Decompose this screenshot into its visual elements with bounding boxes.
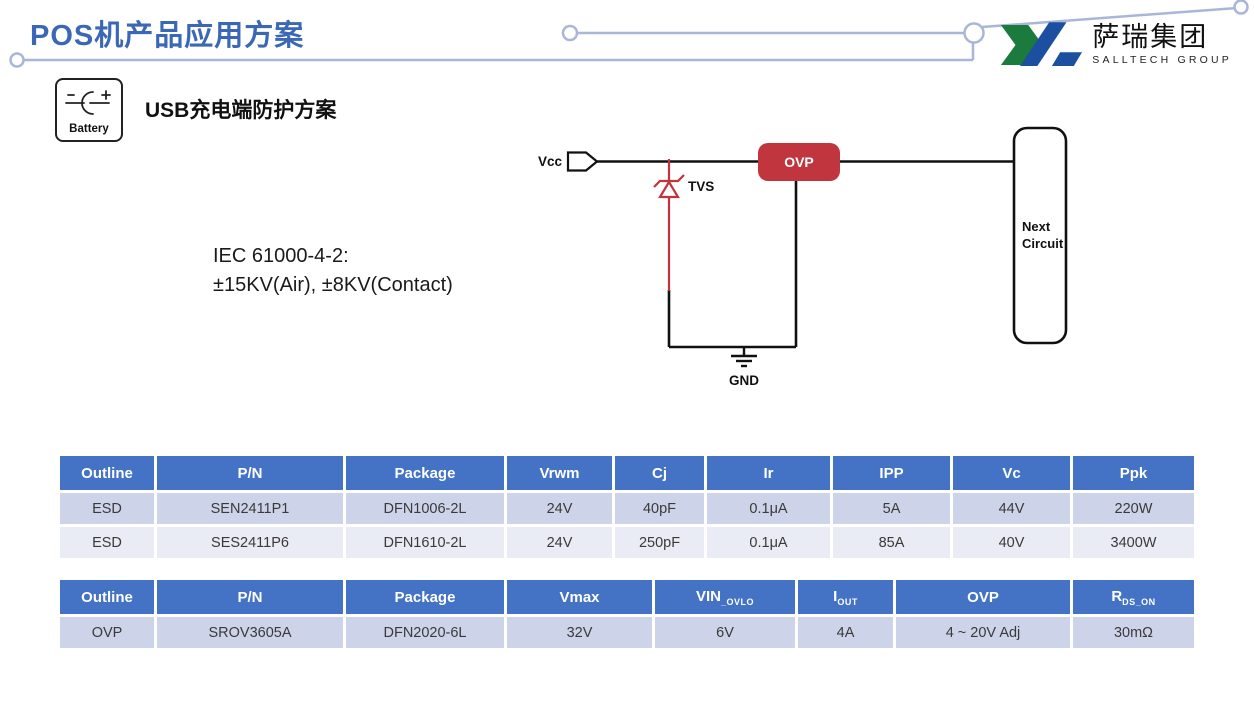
protection-circuit-diagram: Vcc TVS OVP GND Next Circuit [538, 126, 1068, 388]
battery-icon-label: Battery [69, 123, 109, 135]
table-cell: 0.1μA [704, 524, 833, 561]
table-cell: 250pF [612, 524, 707, 561]
iec-rating-note: IEC 61000-4-2: ±15KV(Air), ±8KV(Contact) [213, 242, 453, 300]
ground-symbol-icon [731, 347, 757, 368]
header-cell: Outline [57, 577, 157, 617]
tvs-diode-icon [653, 159, 685, 291]
table-cell: 5A [830, 490, 953, 527]
table-cell: 3400W [1070, 524, 1197, 561]
next-circuit-box [1012, 126, 1068, 345]
logo-name-cn: 萨瑞集团 [1092, 22, 1209, 53]
table-cell: 4A [795, 614, 896, 651]
iec-line2: ±15KV(Air), ±8KV(Contact) [213, 274, 453, 296]
header-cell: Package [343, 453, 507, 493]
table-cell: SROV3605A [154, 614, 346, 651]
table-cell: 0.1μA [704, 490, 833, 527]
header-cell: Ir [704, 453, 833, 493]
ovp-chip [758, 143, 840, 181]
next-circuit-label-line2: Circuit [1022, 236, 1064, 251]
logo-name-en: SALLTECH GROUP [1092, 54, 1232, 67]
next-circuit-label-line1: Next [1022, 219, 1051, 234]
battery-icon: Battery [55, 78, 123, 142]
header-cell: Cj [612, 453, 707, 493]
tvs-label: TVS [688, 179, 714, 194]
header-cell: VIN_OVLO [652, 577, 798, 617]
table-cell: SEN2411P1 [154, 490, 346, 527]
header-cell: P/N [154, 453, 346, 493]
table-cell: SES2411P6 [154, 524, 346, 561]
page-title: POS机产品应用方案 [30, 20, 305, 52]
table-cell: ESD [57, 524, 157, 561]
vcc-label: Vcc [538, 154, 563, 169]
table-cell: 24V [504, 524, 615, 561]
header-cell: Vrwm [504, 453, 615, 493]
ovp-chip-label: OVP [784, 154, 814, 170]
battery-symbol-icon [65, 90, 111, 115]
header-cell: IPP [830, 453, 953, 493]
table-cell: ESD [57, 490, 157, 527]
iec-line1: IEC 61000-4-2: [213, 245, 349, 267]
header-cell: Ppk [1070, 453, 1197, 493]
section-heading: USB充电端防护方案 [145, 99, 337, 122]
table-cell: DFN1610-2L [343, 524, 507, 561]
table-cell: OVP [57, 614, 157, 651]
table-cell: 40V [950, 524, 1073, 561]
company-logo: 萨瑞集团 SALLTECH GROUP [1000, 20, 1232, 70]
salltech-logo-icon [1001, 22, 1083, 66]
vcc-connector-icon [566, 151, 599, 172]
table-cell: DFN1006-2L [343, 490, 507, 527]
table-cell: 44V [950, 490, 1073, 527]
table-cell: DFN2020-6L [343, 614, 507, 651]
header-cell: RDS_ON [1070, 577, 1197, 617]
header-cell: OVP [893, 577, 1073, 617]
table-cell: 32V [504, 614, 655, 651]
header-cell: Package [343, 577, 507, 617]
table-cell: 24V [504, 490, 615, 527]
header-cell: Outline [57, 453, 157, 493]
header-cell: Vmax [504, 577, 655, 617]
table-cell: 6V [652, 614, 798, 651]
header-cell: P/N [154, 577, 346, 617]
header-cell: IOUT [795, 577, 896, 617]
table-cell: 85A [830, 524, 953, 561]
header-cell: Vc [950, 453, 1073, 493]
table-cell: 220W [1070, 490, 1197, 527]
table-cell: 40pF [612, 490, 707, 527]
table-cell: 30mΩ [1070, 614, 1197, 651]
table-cell: 4 ~ 20V Adj [893, 614, 1073, 651]
gnd-label: GND [729, 373, 759, 388]
